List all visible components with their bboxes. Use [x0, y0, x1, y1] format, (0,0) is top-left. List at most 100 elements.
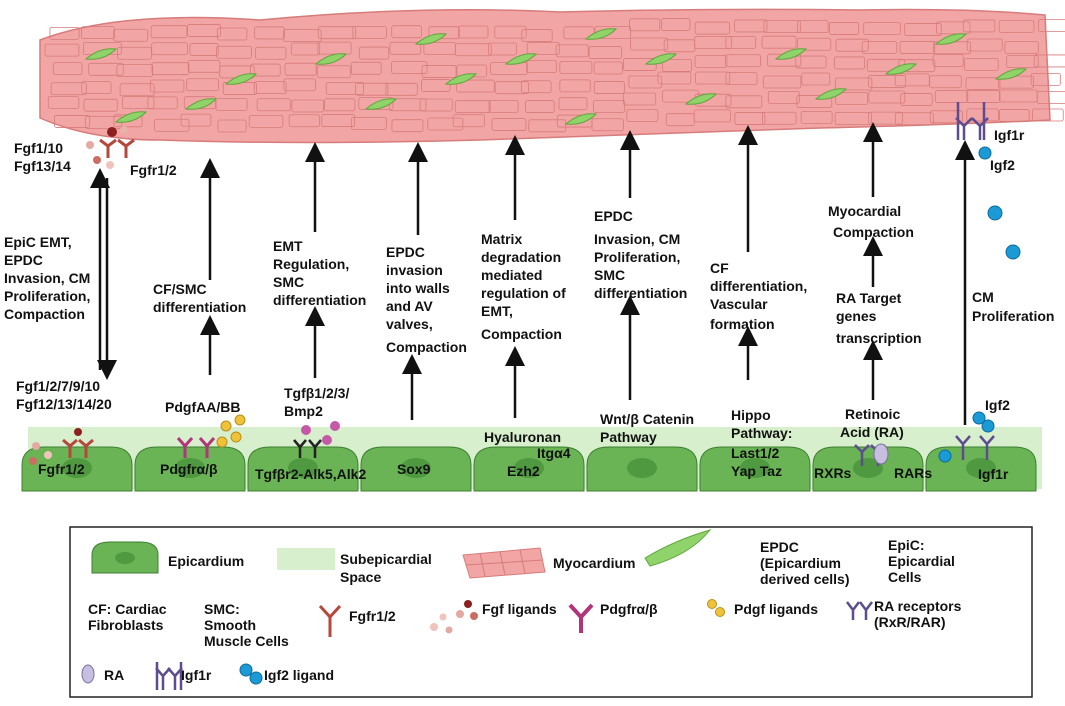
ligand-text: Hyaluronan — [484, 429, 561, 445]
epdc-cell — [934, 33, 968, 45]
surface-pdgf-icons — [176, 414, 246, 458]
myocyte — [904, 23, 942, 36]
myocyte — [291, 99, 324, 113]
myocyte — [657, 71, 692, 85]
epdc-cell — [444, 73, 478, 85]
receptor-text: Tgfβr2-Alk5,Alk2 — [255, 466, 366, 482]
myocyte — [591, 118, 624, 132]
epdc-cell — [644, 53, 678, 65]
myocyte — [253, 81, 287, 95]
myocyte — [694, 54, 728, 68]
myocyte — [724, 54, 762, 68]
myocyte — [998, 19, 1035, 33]
legend-epic-label-2: Epicardial — [888, 553, 955, 569]
myocyte — [283, 29, 322, 43]
process-text: EMT — [273, 238, 303, 254]
epdc-cell — [774, 48, 808, 60]
myocyte — [725, 95, 763, 109]
myocyte — [629, 37, 669, 51]
myocyte — [895, 112, 934, 126]
myocyte — [250, 63, 281, 77]
pathway-sox9: EPDC invasion into walls and AV valves, … — [386, 244, 467, 477]
pathway-tgfb: EMT Regulation, SMC differentiation Tgfβ… — [255, 238, 366, 482]
legend-fgf-ligands-label: Fgf ligands — [482, 601, 557, 617]
myocyte — [419, 98, 453, 112]
myocyte — [593, 61, 623, 75]
myocyte — [421, 65, 457, 78]
myocyte — [355, 82, 389, 96]
myocyte — [1030, 73, 1061, 86]
epdc-cells-in-myocardium — [84, 28, 1028, 125]
top-igf1r-label: Igf1r — [994, 127, 1025, 143]
process-text: Regulation, — [273, 256, 349, 272]
myocyte — [421, 79, 451, 92]
process-text: mediated — [481, 267, 542, 283]
myocyte — [558, 97, 588, 111]
ligand-text: Bmp2 — [284, 403, 323, 419]
epicardial-cells — [21, 446, 1037, 492]
legend-cf-label: CF: Cardiac — [88, 601, 167, 617]
legend-epicardium-label: Epicardium — [168, 553, 244, 569]
process-text: Proliferation, — [594, 249, 680, 265]
myocyte — [49, 26, 80, 40]
pathway-igf: CM Proliferation Igf2 Igf1r — [972, 289, 1054, 482]
legend-myocardium-label: Myocardium — [553, 555, 635, 571]
pathway-hippo: CF differentiation, Vascular formation H… — [710, 260, 807, 479]
legend-epic-label: EpiC: — [888, 537, 925, 553]
epicardial-cell — [247, 446, 359, 492]
legend-epicardium-nucleus — [115, 552, 135, 564]
epicardial-cell — [586, 446, 698, 492]
process-text: RA Target — [836, 290, 902, 306]
epicardial-cell — [925, 446, 1037, 492]
pathway-retinoic-acid: Myocardial Compaction RA Target genes tr… — [814, 203, 932, 481]
myocyte — [352, 26, 387, 39]
legend-igf2-icon — [239, 663, 263, 685]
myocyte — [932, 54, 964, 67]
epdc-cell — [814, 88, 848, 100]
top-fgfr-label: Fgfr1/2 — [130, 162, 177, 178]
legend-ra-receptors-label-2: (RxR/RAR) — [874, 614, 946, 630]
myocyte — [861, 40, 898, 54]
process-text: degradation — [481, 249, 561, 265]
process-text: differentiation — [273, 292, 366, 308]
myocyte — [283, 78, 317, 92]
receptor-text: RARs — [894, 465, 932, 481]
myocyte — [456, 79, 495, 93]
legend-fgf-ligands-icon — [430, 600, 478, 634]
myocyte — [217, 119, 247, 133]
myocyte — [149, 79, 185, 93]
myocyte — [350, 116, 387, 130]
myocyte — [763, 20, 801, 34]
legend-igf2-ligand-label: Igf2 ligand — [264, 667, 334, 683]
myocyte — [868, 90, 906, 104]
myocyte — [254, 26, 285, 40]
myocyte — [189, 43, 219, 56]
top-igf1r-receptor-icon — [955, 102, 989, 140]
myocyte — [216, 45, 252, 59]
myocyte — [358, 46, 390, 60]
receptor-text: Sox9 — [397, 461, 431, 477]
myocyte — [593, 99, 626, 113]
myocyte — [936, 21, 971, 35]
process-text: invasion — [386, 262, 443, 278]
top-igf2-label: Igf2 — [990, 157, 1015, 173]
ligand-text: Tgfβ1/2/3/ — [284, 385, 349, 401]
myocyte — [47, 95, 80, 109]
myocyte — [323, 98, 356, 112]
process-text: genes — [836, 308, 877, 324]
myocyte — [154, 118, 190, 132]
epicardial-cell — [134, 446, 246, 492]
epdc-cell — [564, 113, 598, 125]
myocyte — [929, 75, 962, 89]
myocyte — [868, 111, 903, 125]
legend-epdc-icon — [644, 529, 712, 567]
legend-subepicardial-label-2: Space — [340, 569, 381, 585]
myocyte — [963, 57, 999, 71]
legend-fgfr-icon — [318, 604, 342, 637]
process-text: Proliferation, — [4, 288, 90, 304]
myocyte — [180, 113, 212, 127]
myocyte — [526, 60, 557, 73]
legend-cf-label-2: Fibroblasts — [88, 617, 164, 633]
myocyte — [290, 42, 321, 56]
myocyte — [929, 110, 963, 124]
